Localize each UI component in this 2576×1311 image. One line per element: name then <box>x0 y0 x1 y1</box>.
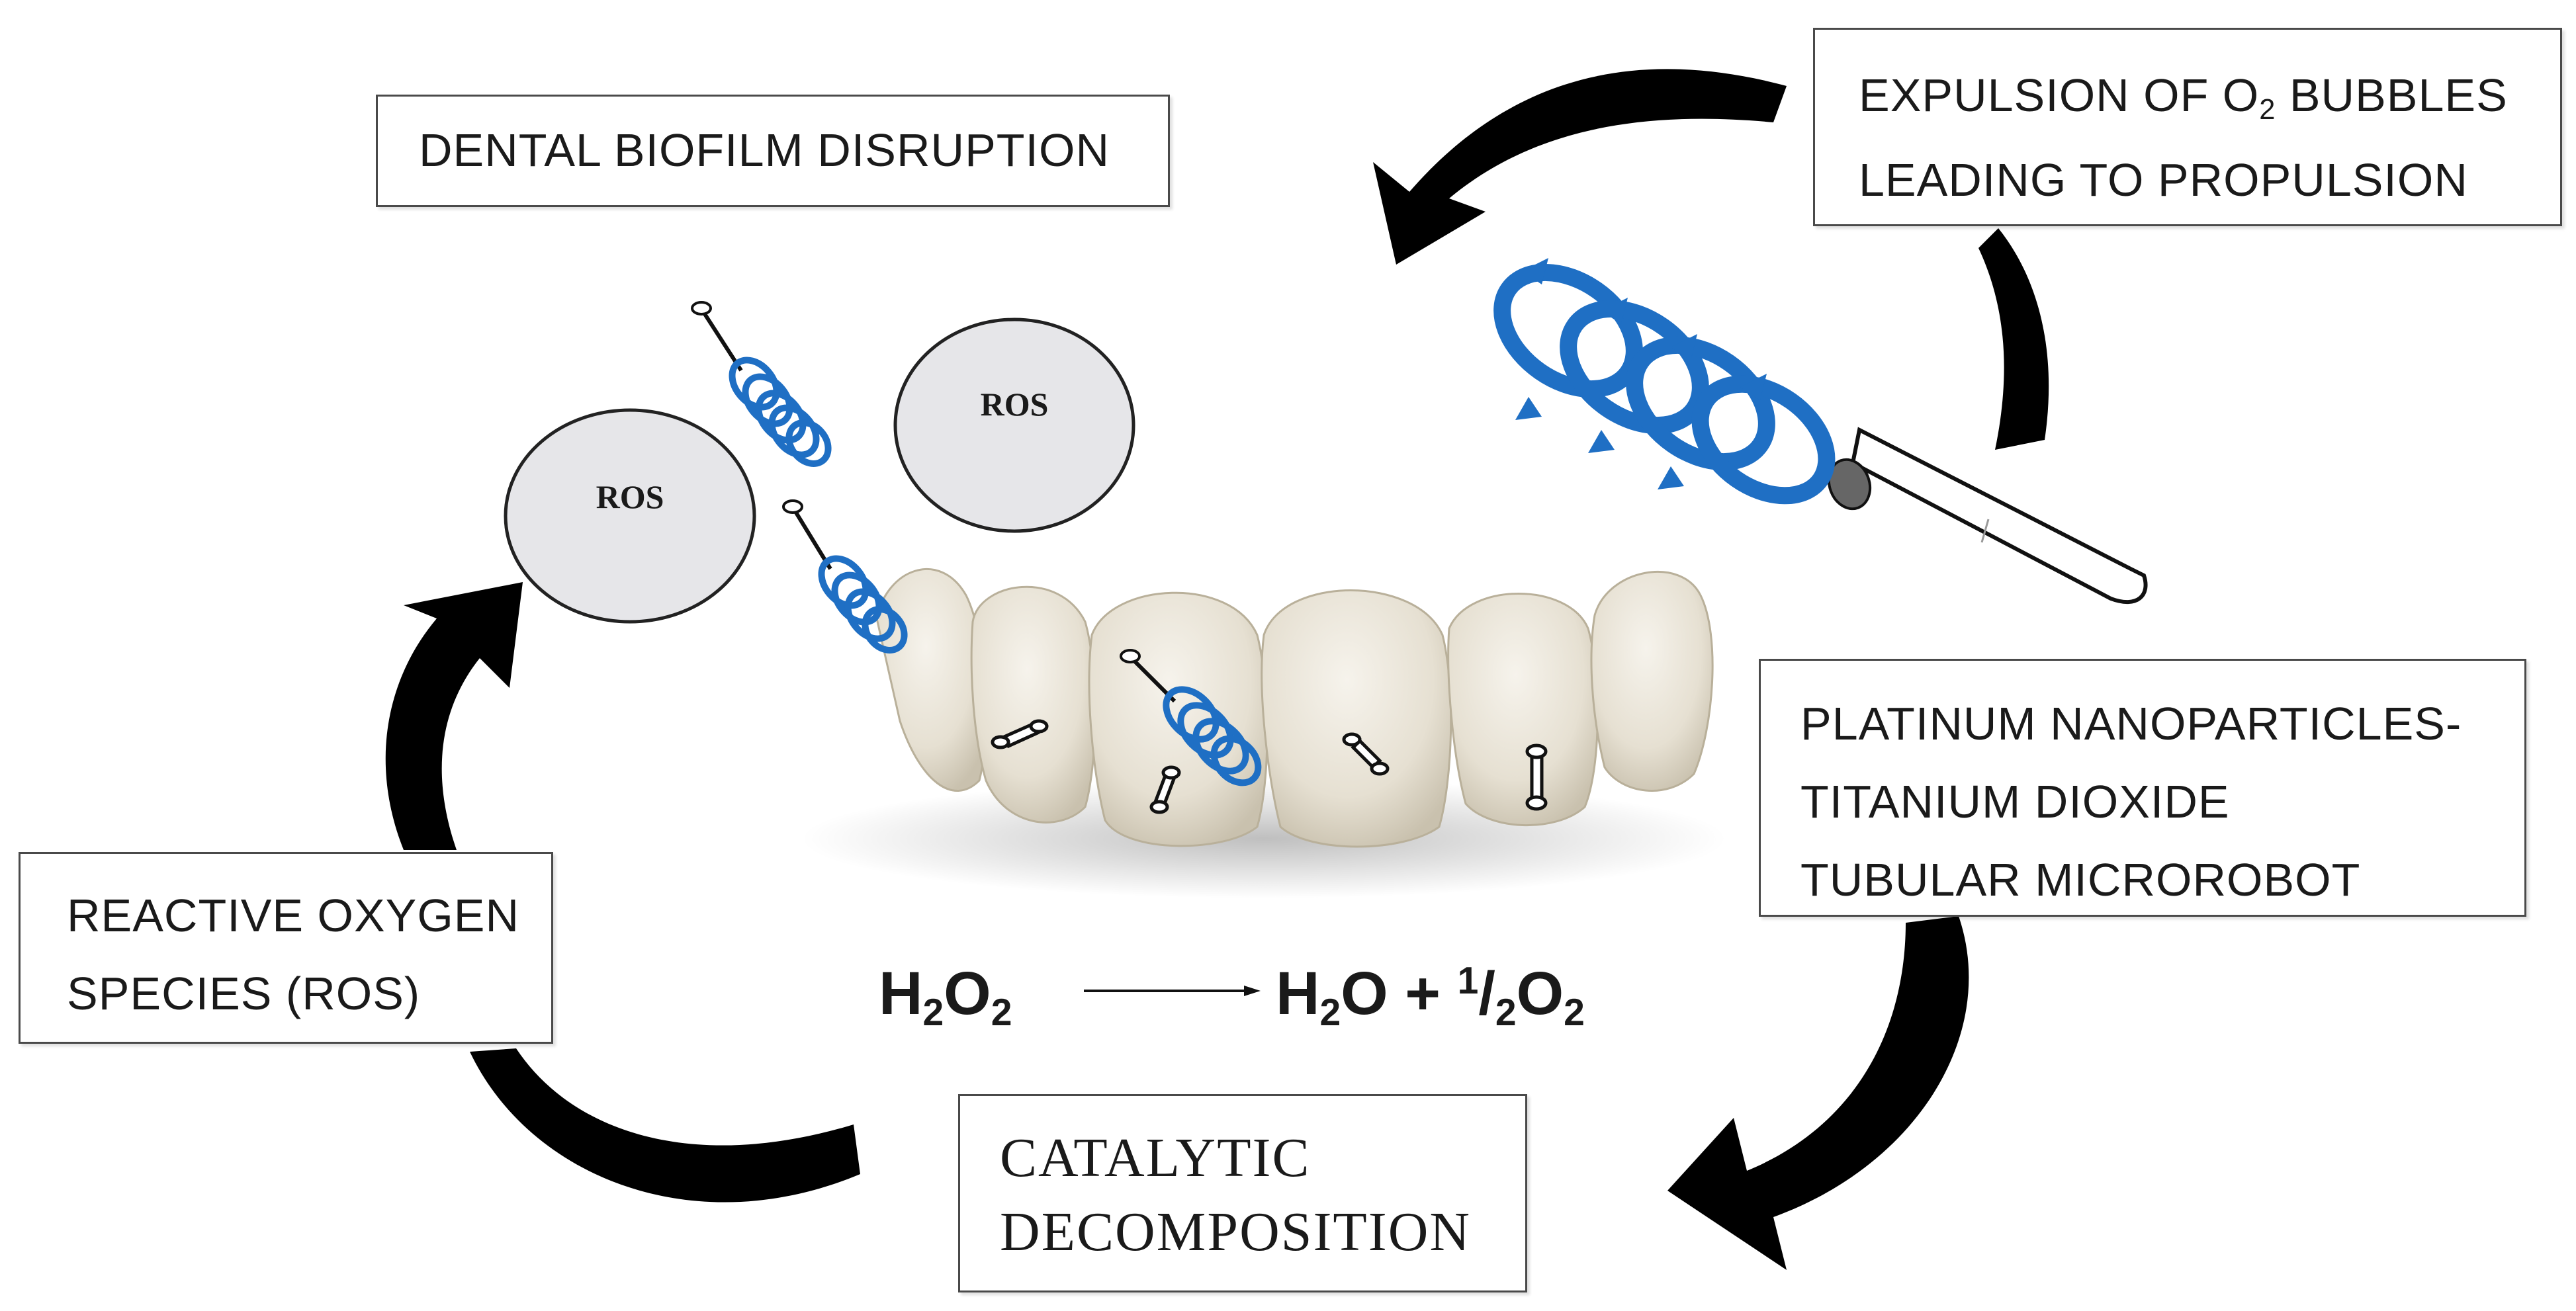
label-dental-biofilm-disruption: DENTAL BIOFILM DISRUPTION <box>376 95 1170 207</box>
eq-superscript: 1 <box>1457 959 1479 1002</box>
label-text: DENTAL BIOFILM DISRUPTION <box>419 124 1110 176</box>
coil-microrobot <box>1120 649 1262 786</box>
cycle-arrow-top <box>1373 69 1787 265</box>
label-platinum-microrobot: PLATINUM NANOPARTICLES- TITANIUM DIOXIDE… <box>1759 659 2526 917</box>
cycle-arrow-left <box>385 582 523 850</box>
eq-text: O <box>944 960 991 1027</box>
subscript: 2 <box>2259 94 2276 126</box>
label-line-2: DECOMPOSITION <box>1000 1201 1472 1263</box>
reaction-arrow <box>1084 986 1261 996</box>
label-line-2: TITANIUM DIOXIDE <box>1800 776 2230 827</box>
eq-subscript: 2 <box>1319 992 1341 1035</box>
coil-microrobot <box>782 499 908 654</box>
label-line-2: LEADING TO PROPULSION <box>1859 154 2468 206</box>
large-coil-microrobot <box>1493 258 2148 604</box>
label-line-3: TUBULAR MICROROBOT <box>1800 854 2361 906</box>
label-text: EXPULSION OF O <box>1859 69 2260 121</box>
cycle-arrow-bottom-left <box>470 1048 860 1203</box>
eq-text: H <box>1276 960 1320 1027</box>
label-line-1: CATALYTIC <box>1000 1127 1311 1189</box>
ros-bubble-right: ROS <box>893 317 1135 533</box>
ros-bubble-left: ROS <box>504 408 756 624</box>
label-expulsion-o2-bubbles: EXPULSION OF O2 BUBBLES LEADING TO PROPU… <box>1813 28 2562 226</box>
ros-label-right: ROS <box>981 386 1049 423</box>
label-text: BUBBLES <box>2276 69 2508 121</box>
microrobot-small <box>991 719 1049 749</box>
label-line-1: PLATINUM NANOPARTICLES- <box>1800 698 2462 749</box>
ros-label-left: ROS <box>596 478 664 515</box>
equation-reactant: H2O2 <box>879 959 1012 1034</box>
label-line-2: SPECIES (ROS) <box>67 968 421 1019</box>
eq-text: / <box>1478 960 1495 1027</box>
eq-subscript: 2 <box>922 992 944 1035</box>
teeth-image <box>801 568 1727 898</box>
label-catalytic-decomposition: CATALYTIC DECOMPOSITION <box>958 1094 1527 1292</box>
eq-subscript: 2 <box>1495 992 1517 1035</box>
label-reactive-oxygen-species: REACTIVE OXYGEN SPECIES (ROS) <box>19 852 553 1044</box>
eq-text: H <box>879 960 923 1027</box>
microrobot-small <box>1525 743 1548 811</box>
eq-subscript: 2 <box>1564 992 1585 1035</box>
cycle-arrow-right-bottom <box>1667 916 1969 1270</box>
coil-microrobot <box>691 301 832 467</box>
equation-products: H2O + 1/2O2 <box>1276 959 1585 1034</box>
eq-text: O <box>1516 960 1564 1027</box>
label-line-1: REACTIVE OXYGEN <box>67 890 520 941</box>
microrobot-small <box>1149 765 1181 814</box>
cycle-arrow-right-top <box>1978 228 2049 450</box>
eq-subscript: 2 <box>991 992 1012 1035</box>
label-line-1: EXPULSION OF O2 BUBBLES <box>1859 56 2560 141</box>
microrobot-small <box>1342 732 1390 776</box>
eq-text: O + <box>1341 960 1458 1027</box>
